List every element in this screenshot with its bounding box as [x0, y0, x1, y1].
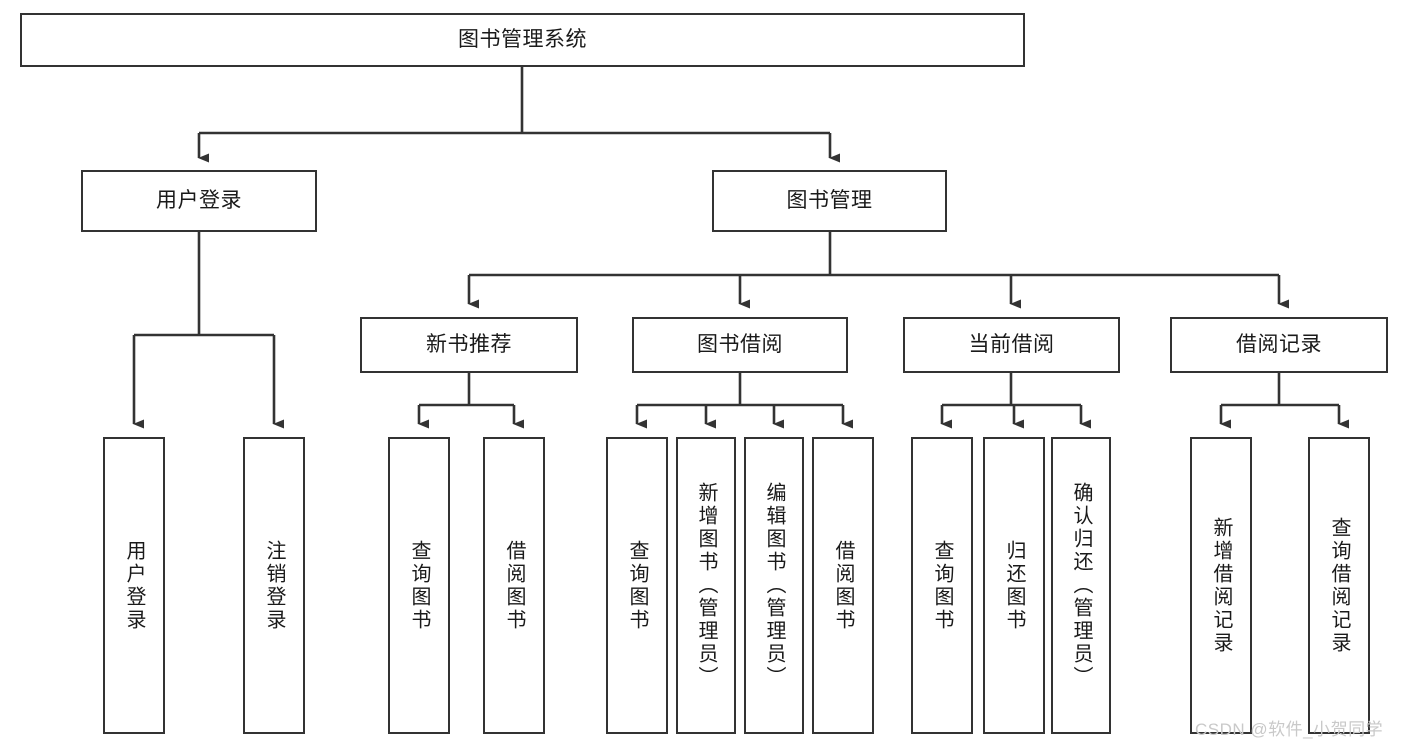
leaf-edit-book-label: 编辑图书（管理员）	[763, 482, 785, 689]
leaf-query-book-1-label: 查询图书	[408, 539, 430, 632]
node-borrow-record[interactable]: 借阅记录	[1170, 317, 1388, 373]
node-book-manage-label: 图书管理	[786, 188, 873, 212]
node-book-borrow-label: 图书借阅	[697, 332, 783, 356]
leaf-add-record-label: 新增借阅记录	[1210, 516, 1232, 655]
leaf-return-book[interactable]: 归还图书	[983, 437, 1045, 734]
leaf-query-book-2-label: 查询图书	[626, 539, 648, 632]
leaf-query-book-3[interactable]: 查询图书	[911, 437, 973, 734]
leaf-query-book-3-label: 查询图书	[931, 539, 953, 632]
node-book-manage[interactable]: 图书管理	[712, 170, 947, 232]
node-root-label: 图书管理系统	[458, 27, 587, 51]
leaf-borrow-book-1[interactable]: 借阅图书	[483, 437, 545, 734]
leaf-user-logout[interactable]: 注销登录	[243, 437, 305, 734]
node-user-login-label: 用户登录	[156, 188, 242, 212]
leaf-user-login-label: 用户登录	[123, 539, 145, 632]
leaf-query-record[interactable]: 查询借阅记录	[1308, 437, 1370, 734]
node-root[interactable]: 图书管理系统	[20, 13, 1025, 67]
node-book-borrow[interactable]: 图书借阅	[632, 317, 848, 373]
leaf-confirm-return-label: 确认归还（管理员）	[1070, 482, 1092, 689]
node-borrow-record-label: 借阅记录	[1236, 332, 1322, 356]
leaf-add-record[interactable]: 新增借阅记录	[1190, 437, 1252, 734]
leaf-confirm-return[interactable]: 确认归还（管理员）	[1051, 437, 1111, 734]
node-new-book-rec[interactable]: 新书推荐	[360, 317, 578, 373]
leaf-query-book-1[interactable]: 查询图书	[388, 437, 450, 734]
leaf-borrow-book-2[interactable]: 借阅图书	[812, 437, 874, 734]
leaf-borrow-book-2-label: 借阅图书	[832, 539, 854, 632]
leaf-add-book[interactable]: 新增图书（管理员）	[676, 437, 736, 734]
node-current-borrow[interactable]: 当前借阅	[903, 317, 1120, 373]
leaf-return-book-label: 归还图书	[1003, 539, 1025, 632]
csdn-watermark: CSDN @软件_小贺同学	[1195, 720, 1384, 739]
leaf-query-book-2[interactable]: 查询图书	[606, 437, 668, 734]
node-current-borrow-label: 当前借阅	[968, 332, 1055, 356]
leaf-user-login[interactable]: 用户登录	[103, 437, 165, 734]
node-new-book-rec-label: 新书推荐	[426, 332, 512, 356]
leaf-borrow-book-1-label: 借阅图书	[503, 539, 525, 632]
leaf-query-record-label: 查询借阅记录	[1328, 516, 1350, 655]
leaf-user-logout-label: 注销登录	[263, 539, 285, 632]
node-user-login[interactable]: 用户登录	[81, 170, 317, 232]
leaf-edit-book[interactable]: 编辑图书（管理员）	[744, 437, 804, 734]
leaf-add-book-label: 新增图书（管理员）	[695, 482, 717, 689]
